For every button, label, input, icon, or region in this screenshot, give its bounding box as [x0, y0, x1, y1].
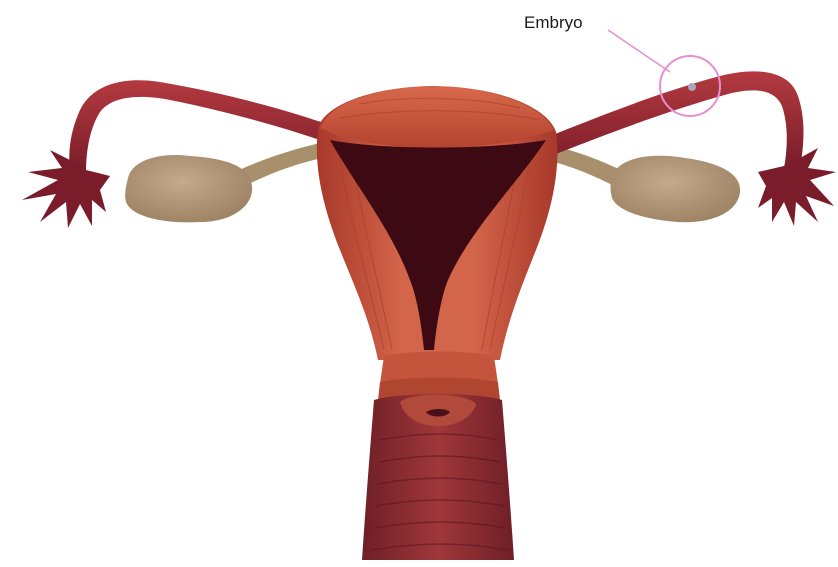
vagina	[362, 394, 514, 560]
embryo-label: Embryo	[524, 13, 583, 32]
embryo-leader-line	[608, 30, 670, 72]
uterus	[317, 86, 558, 400]
right-fimbriae	[758, 148, 836, 226]
left-ovary	[125, 155, 252, 222]
left-fimbriae	[22, 150, 110, 228]
right-ovary	[611, 156, 741, 222]
uterine-fundus	[320, 88, 554, 148]
embryo-dot	[688, 83, 696, 91]
